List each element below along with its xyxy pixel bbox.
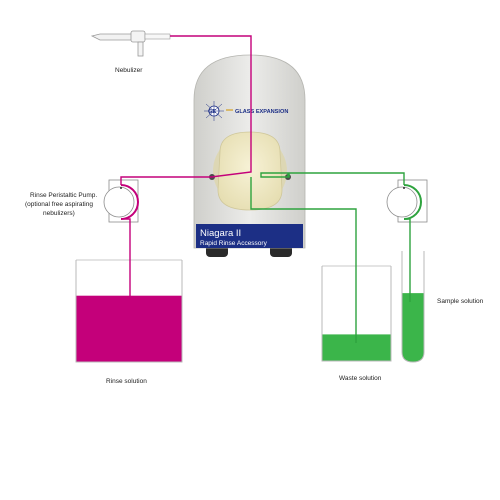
rinse-inlet-tubing bbox=[121, 218, 131, 330]
rinse-pump-outlet-tubing bbox=[120, 176, 211, 185]
rinse-pump-icon bbox=[103, 179, 139, 223]
sample-solution-label: Sample solution bbox=[437, 298, 484, 305]
sample-inlet-tubing bbox=[404, 218, 411, 302]
glass-expansion-logo: GE GLASS EXPANSION bbox=[204, 101, 288, 121]
sample-liquid bbox=[402, 293, 424, 362]
product-name: Niagara II bbox=[200, 228, 241, 239]
sample-loop-tubing bbox=[260, 172, 405, 185]
switching-valve-knob bbox=[209, 131, 291, 211]
waste-tubing bbox=[250, 177, 357, 343]
nebulizer-icon bbox=[90, 30, 171, 57]
product-subtitle: Rapid Rinse Accessory bbox=[200, 240, 268, 247]
rinse-pump-label-line1: Rinse Peristaltic Pump. bbox=[30, 192, 97, 199]
rinse-solution-label: Rinse solution bbox=[106, 378, 147, 385]
nebulizer-tubing bbox=[170, 35, 252, 178]
rinse-pump-label-line3: nebulizers) bbox=[43, 210, 75, 217]
waste-solution-label: Waste solution bbox=[339, 375, 382, 382]
sample-pump-icon bbox=[386, 179, 428, 223]
nebulizer-label: Nebulizer bbox=[115, 67, 143, 74]
brand-name: GLASS EXPANSION bbox=[235, 109, 288, 115]
rinse-liquid bbox=[76, 295, 182, 362]
logo-initials: GE bbox=[208, 109, 216, 115]
device-panel bbox=[196, 224, 303, 248]
rinse-pump-label-line2: (optional free aspirating bbox=[25, 201, 93, 208]
niagara-device: GE GLASS EXPANSION bbox=[193, 54, 306, 257]
rinse-beaker bbox=[75, 259, 183, 363]
sample-tube bbox=[401, 251, 425, 363]
